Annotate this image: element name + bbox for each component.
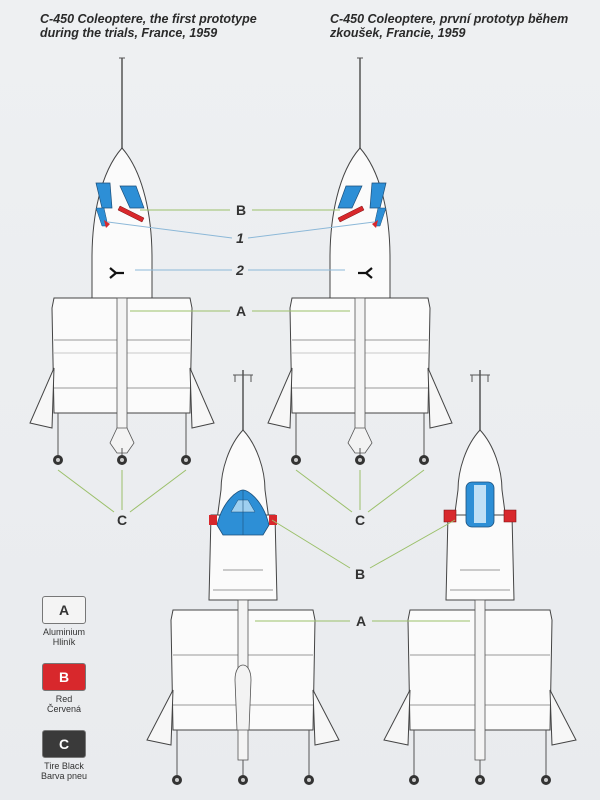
legend-a-name-cz: Hliník bbox=[52, 637, 76, 647]
caption-right-line2: zkoušek, Francie, 1959 bbox=[330, 26, 466, 40]
caption-right: C-450 Coleoptere, první prototyp během z… bbox=[330, 12, 568, 40]
callout-c-left: C bbox=[117, 512, 127, 528]
callout-lines bbox=[57, 209, 470, 622]
callout-c-right: C bbox=[355, 512, 365, 528]
legend-a-name: Aluminium Hliník bbox=[40, 627, 88, 647]
legend-tire-black: C Tire Black Barva pneu bbox=[40, 730, 88, 781]
caption-left-line2: during the trials, France, 1959 bbox=[40, 26, 218, 40]
legend-red: B Red Červená bbox=[40, 663, 88, 714]
swatch-b: B bbox=[42, 663, 86, 691]
caption-left-line1: C-450 Coleoptere, the first prototype bbox=[40, 12, 257, 26]
legend-c-name: Tire Black Barva pneu bbox=[40, 761, 88, 781]
callout-b-top: B bbox=[236, 202, 246, 218]
swatch-c: C bbox=[42, 730, 86, 758]
aircraft-bottom-right bbox=[383, 369, 577, 786]
legend-b-name: Red Červená bbox=[40, 694, 88, 714]
aircraft-top-right bbox=[267, 57, 453, 466]
callout-b-bottom: B bbox=[355, 566, 365, 582]
legend-b-name-cz: Červená bbox=[46, 704, 82, 714]
callout-a-top: A bbox=[236, 303, 246, 319]
caption-left: C-450 Coleoptere, the first prototype du… bbox=[40, 12, 257, 40]
legend-b-name-en: Red bbox=[55, 694, 73, 704]
legend-c-name-cz: Barva pneu bbox=[40, 771, 88, 781]
legend-a-name-en: Aluminium bbox=[42, 627, 85, 637]
callout-2: 2 bbox=[235, 262, 244, 278]
callout-1: 1 bbox=[236, 230, 244, 246]
caption-right-line1: C-450 Coleoptere, první prototyp během bbox=[330, 12, 569, 26]
callout-a-bottom: A bbox=[356, 613, 366, 629]
aircraft-top-left bbox=[29, 57, 215, 466]
legend-aluminium: A Aluminium Hliník bbox=[40, 596, 88, 647]
legend-c-name-en: Tire Black bbox=[44, 761, 84, 771]
swatch-a: A bbox=[42, 596, 86, 624]
aircraft-bottom-left bbox=[146, 369, 340, 786]
